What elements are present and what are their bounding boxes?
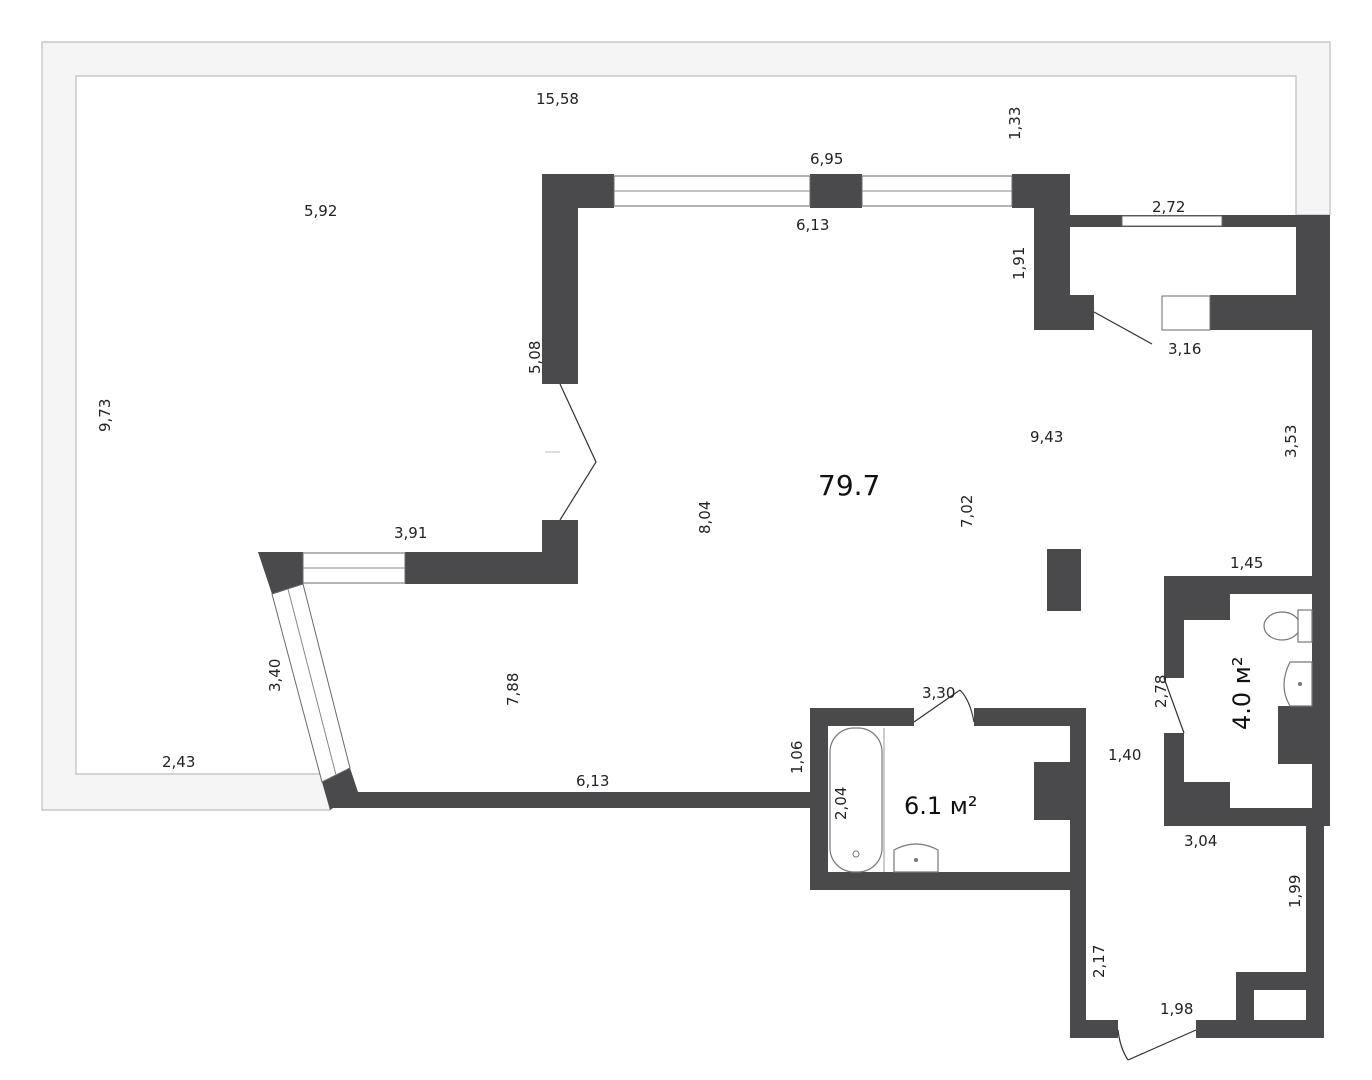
dim-bath-side-inner: 2,04: [832, 787, 850, 820]
dim-terrace-inner-top: 5,92: [304, 202, 337, 220]
dim-window-top-outer: 6,95: [810, 150, 843, 168]
dim-terrace-top: 15,58: [536, 90, 579, 108]
dim-bay-top: 3,91: [394, 524, 427, 542]
dim-right-wall: 3,53: [1282, 425, 1300, 458]
dim-bay-angled: 3,40: [266, 659, 284, 692]
dim-hall-right: 1,99: [1286, 875, 1304, 908]
fixtures: [829, 609, 1313, 873]
dim-balcony-width: 2,72: [1152, 198, 1185, 216]
dim-room-diag: 9,43: [1030, 428, 1063, 446]
terrace-area: [41, 41, 1331, 811]
dim-terrace-left: 9,73: [96, 399, 114, 432]
dim-bottom-wall: 6,13: [576, 772, 609, 790]
dim-room-height-mid: 8,04: [696, 501, 714, 534]
dimension-labels: 15,58 5,92 1,33 9,73 2,43 6,95 6,13 2,72…: [96, 90, 1304, 1018]
dim-room-height-right: 7,02: [958, 495, 976, 528]
dim-lower-left: 7,88: [504, 673, 522, 706]
bath-area-label: 6.1 м²: [904, 792, 978, 820]
dim-bath-side-outer: 1,06: [788, 741, 806, 774]
dim-bath-top: 3,30: [922, 684, 955, 702]
hall-niche: [1254, 990, 1306, 1020]
dim-balcony-door: 3,16: [1168, 340, 1201, 358]
dim-terrace-bottom: 2,43: [162, 753, 195, 771]
dim-entrance: 1,98: [1160, 1000, 1193, 1018]
windows: [271, 175, 1223, 783]
doors: [545, 311, 1197, 1061]
dim-hall-width: 3,04: [1184, 832, 1217, 850]
dim-terrace-right: 1,33: [1006, 107, 1024, 140]
dim-hall-left: 2,17: [1090, 945, 1108, 978]
dim-left-wall: 5,08: [526, 341, 544, 374]
dim-corridor-width: 1,40: [1108, 746, 1141, 764]
walls: [258, 174, 1330, 1038]
dim-wc-side: 2,78: [1152, 675, 1170, 708]
dim-balcony-depth: 1,91: [1010, 247, 1028, 280]
dim-wc-top: 1,45: [1230, 554, 1263, 572]
dim-window-top-inner: 6,13: [796, 216, 829, 234]
wc-area-label: 4.0 м²: [1228, 656, 1256, 730]
main-area-label: 79.7: [818, 469, 880, 502]
